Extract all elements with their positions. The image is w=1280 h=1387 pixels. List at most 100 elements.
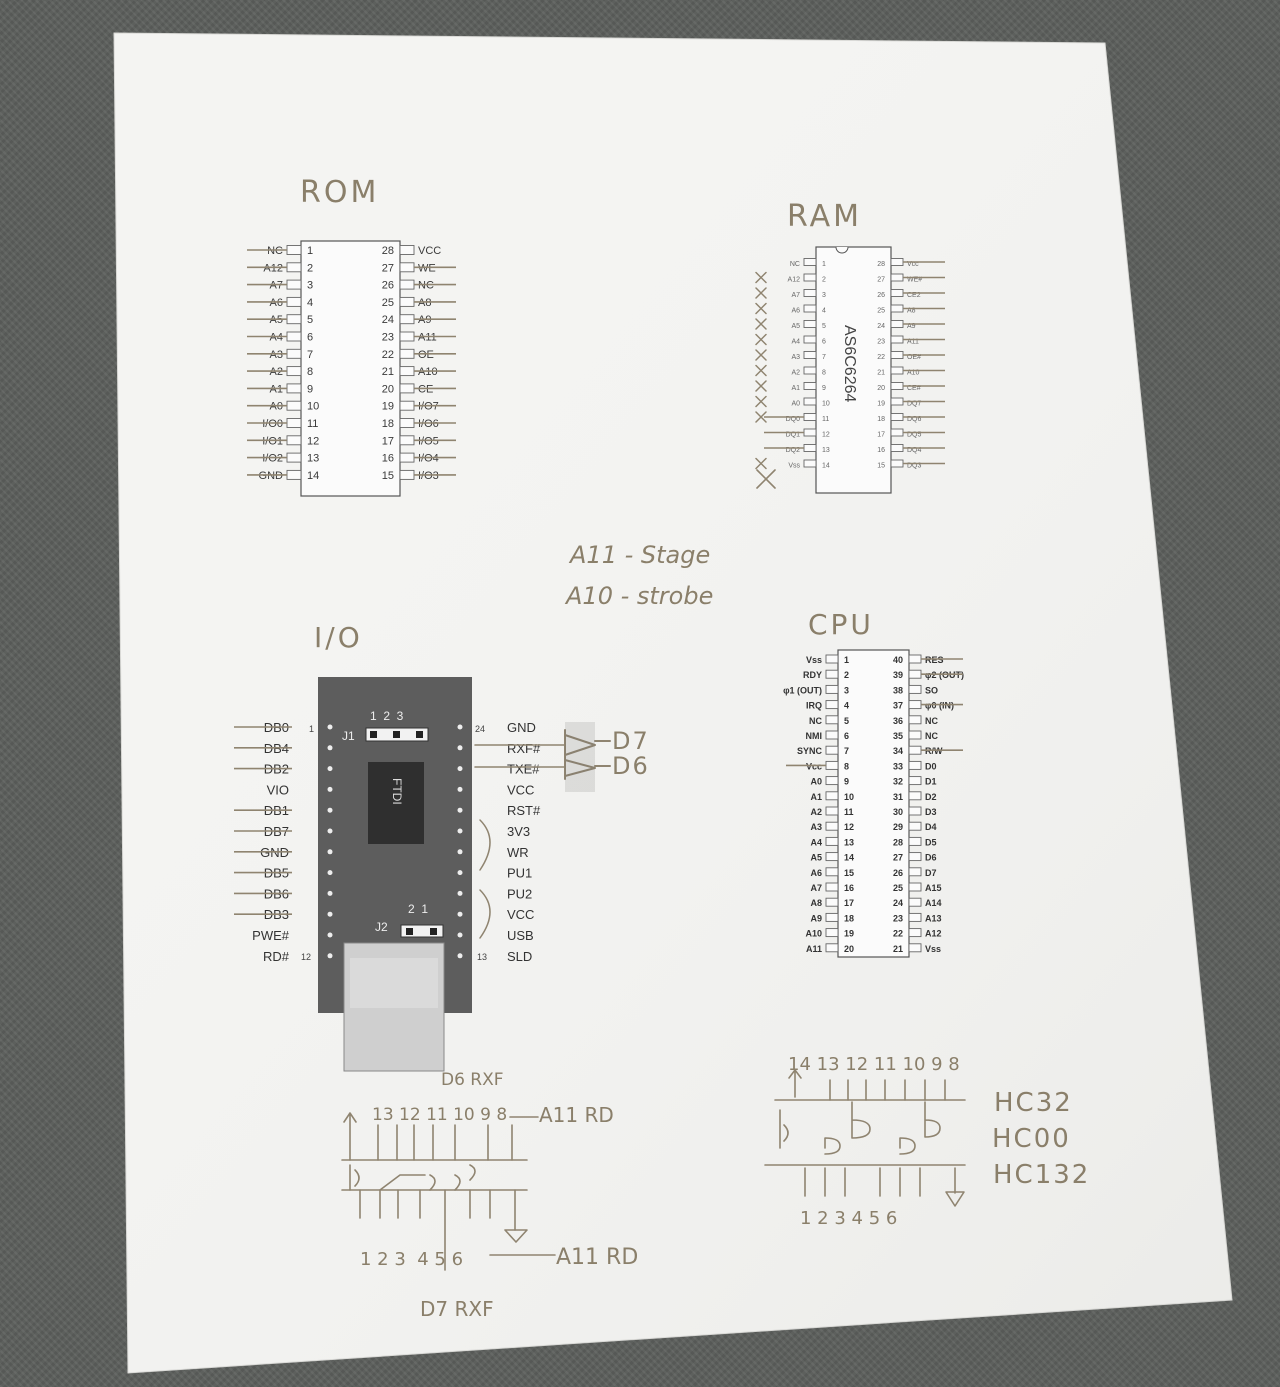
pin-label: A10 (418, 366, 438, 378)
header-hole (327, 724, 333, 730)
pin-label: DQ1 (786, 432, 801, 439)
header-hole (457, 953, 463, 959)
header-hole (327, 786, 333, 792)
header-hole (457, 786, 463, 792)
pin-box (825, 836, 839, 846)
pin-label: D4 (925, 822, 937, 832)
pin-number: 20 (877, 385, 885, 392)
pin-number: 9 (307, 383, 313, 395)
pin-label: DQ6 (907, 416, 922, 423)
header-hole (327, 911, 333, 917)
pin-label: I/O3 (418, 470, 439, 482)
pin-label: DQ2 (786, 447, 801, 454)
pin-box (286, 296, 302, 307)
pin-number: 16 (844, 883, 854, 893)
pin-number: 3 (844, 685, 849, 695)
pin-box (286, 366, 302, 377)
left-gate-bottom-pins: 1 2 3 4 5 6 (360, 1249, 463, 1270)
pin-label: A0 (810, 777, 822, 787)
pin-number: 2 (822, 277, 826, 284)
pin-box (908, 715, 922, 725)
io-right-label: RXF# (507, 741, 541, 756)
pin-label: NC (418, 280, 434, 292)
pin-number: 26 (893, 868, 903, 878)
io-pin-13: 13 (477, 952, 487, 962)
pin-label: A5 (791, 323, 800, 330)
pin-box (286, 452, 302, 463)
pin-label: DQ7 (907, 401, 922, 408)
pin-box (286, 331, 302, 342)
pin-label: NMI (806, 731, 823, 741)
pin-label: A0 (270, 401, 283, 413)
left-gate-sketch: D6 RXF 13 12 11 10 9 8 A11 RD 1 2 3 4 5 … (341, 1070, 638, 1321)
pin-label: A2 (270, 366, 283, 378)
pin-number: 6 (307, 332, 313, 344)
pin-label: A11 (806, 944, 822, 954)
pin-box (890, 366, 904, 375)
pin-box (908, 928, 922, 938)
pin-label: A6 (270, 297, 283, 309)
header-hole (457, 870, 463, 876)
pin-label: A8 (418, 297, 431, 309)
pin-number: 8 (307, 366, 313, 378)
pin-label: A3 (791, 354, 800, 361)
pin-box (399, 314, 415, 325)
pin-number: 28 (893, 837, 903, 847)
pin-label: A12 (788, 277, 801, 284)
io-left-label: VIO (267, 782, 289, 797)
pin-box (890, 335, 904, 344)
handwritten-notes: A11 - Stage A10 - strobe (564, 541, 713, 610)
pin-number: 5 (307, 314, 313, 326)
io-right-label: 3V3 (507, 824, 530, 839)
rom-section: ROM 1NC2A123A74A65A56A47A38A29A110A011I/… (247, 175, 456, 497)
pin-label: NC (925, 716, 938, 726)
io-pin-1: 1 (309, 724, 314, 734)
left-gate-bottom-right-note: A11 RD (556, 1245, 638, 1270)
pin-box (908, 867, 922, 877)
x-mark (755, 333, 767, 346)
pin-number: 11 (822, 416, 829, 423)
header-hole (457, 766, 463, 772)
pin-number: 20 (382, 383, 394, 395)
pin-label: IRQ (806, 701, 822, 711)
pin-label: A4 (791, 339, 800, 346)
pin-label: A11 (418, 332, 437, 344)
pin-number: 12 (822, 432, 830, 439)
pin-number: 25 (893, 883, 903, 893)
pin-label: R/W (925, 746, 943, 756)
x-mark (755, 395, 767, 408)
pin-label: VCC (418, 245, 441, 257)
pin-box (890, 351, 904, 359)
pin-label: A3 (270, 349, 283, 361)
pin-label: A9 (810, 913, 822, 923)
pin-label: I/O5 (418, 435, 439, 447)
pin-label: D1 (925, 777, 937, 787)
pin-number: 8 (822, 370, 826, 377)
pin-number: 21 (382, 366, 394, 378)
pin-box (890, 444, 904, 452)
pin-box (908, 791, 922, 801)
pin-number: 7 (307, 349, 313, 361)
pin-box (908, 943, 922, 953)
pin-label: A2 (810, 807, 822, 817)
pin-label: I/O6 (418, 418, 439, 430)
pin-box (286, 262, 302, 273)
pin-box (803, 459, 817, 468)
rom-title: ROM (300, 175, 379, 210)
pin-box (286, 400, 302, 411)
pin-box (908, 882, 922, 892)
pin-number: 21 (877, 370, 885, 377)
rom-left-pins: 1NC2A123A74A65A56A47A38A29A110A011I/O012… (247, 245, 319, 482)
pin-box (890, 273, 904, 282)
pin-box (399, 262, 415, 273)
pin-number: 15 (877, 463, 885, 470)
pin-box (825, 867, 839, 877)
ram-chip-label: AS6C6264 (841, 325, 858, 402)
pin-number: 27 (877, 277, 885, 284)
pin-box (825, 791, 839, 801)
pin-label: Vss (806, 655, 822, 665)
pin-label: A11 (907, 339, 919, 346)
pin-box (825, 684, 839, 694)
pin-label: A0 (791, 401, 800, 408)
